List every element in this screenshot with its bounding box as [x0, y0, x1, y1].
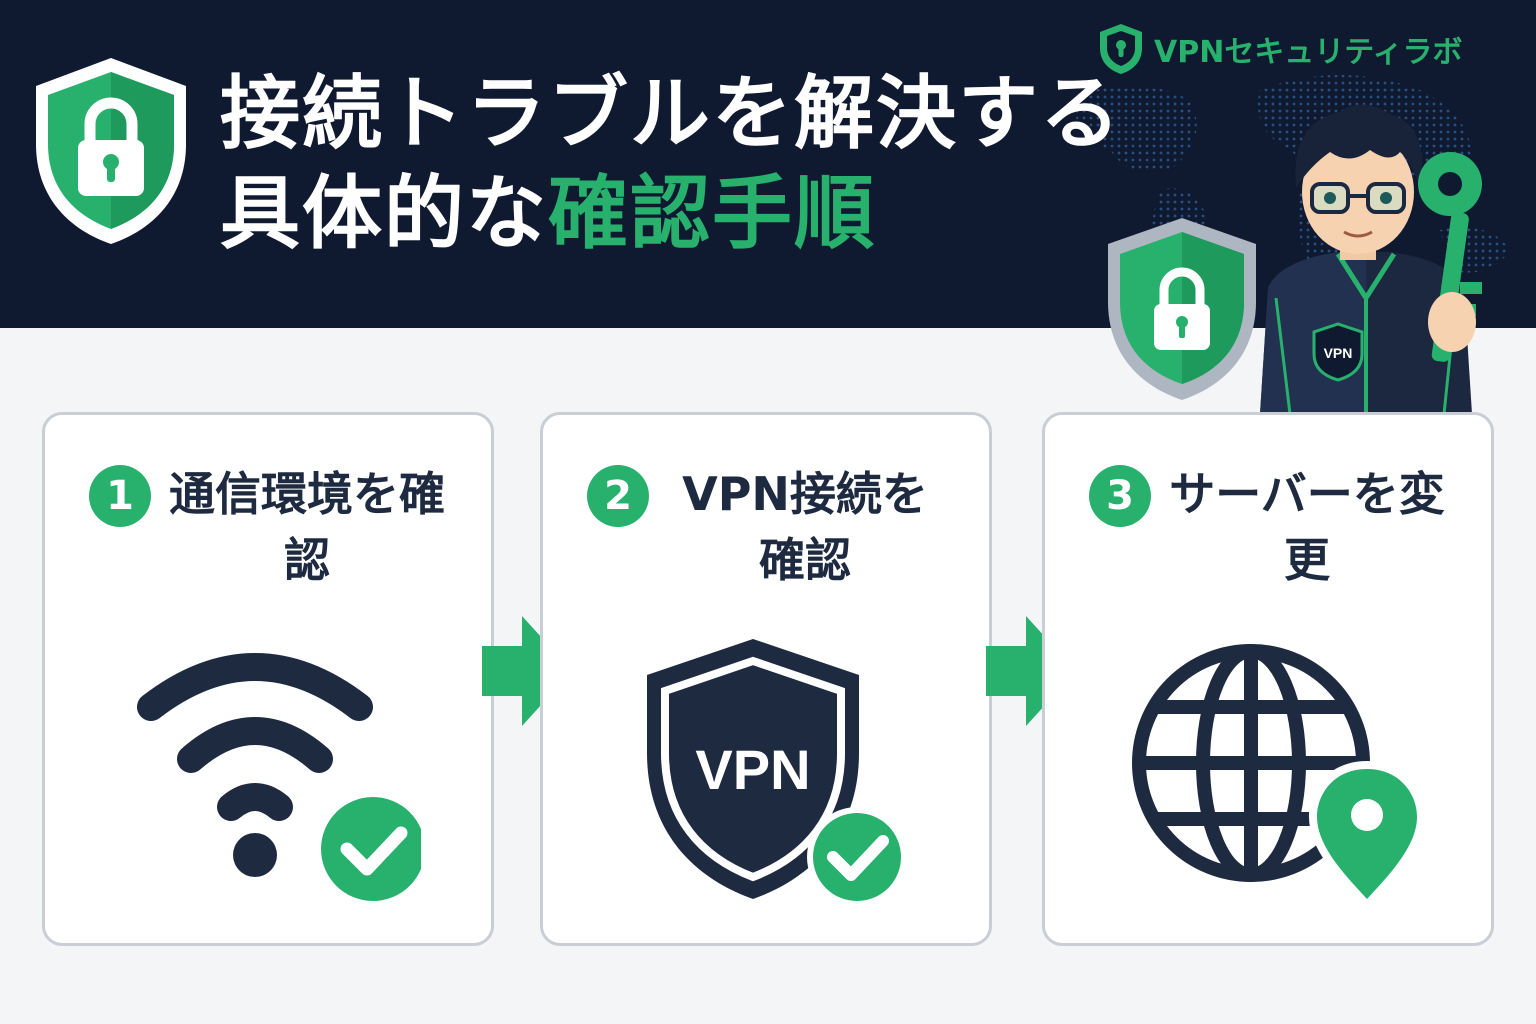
title-line-2-prefix: 具体的な	[220, 167, 548, 260]
shield-keyhole-icon	[1100, 24, 1142, 74]
step-title: サーバーを変更	[1169, 467, 1445, 587]
wifi-check-icon	[137, 653, 421, 901]
arrow-right-icon	[986, 616, 1076, 726]
title-line-1: 接続トラブルを解決する	[220, 67, 1122, 160]
character-illustration: VPN	[1108, 104, 1482, 414]
step-heading: 1 通信環境を確認	[45, 461, 491, 593]
title-highlight: 確認手順	[548, 167, 876, 260]
step-heading: 3 サーバーを変更	[1045, 461, 1491, 593]
shield-lock-icon	[36, 58, 186, 244]
step-title: 通信環境を確認	[169, 467, 445, 587]
step-number-badge: 3	[1089, 465, 1151, 527]
vpn-shield-text: VPN	[695, 738, 810, 801]
jacket-badge-text: VPN	[1324, 345, 1353, 361]
globe-location-icon	[1132, 644, 1421, 909]
step-heading: 2 VPN接続を確認	[543, 461, 989, 593]
title-line-2: 具体的な確認手順	[220, 164, 1122, 264]
arrow-right-icon	[482, 616, 572, 726]
step-card-2: 2 VPN接続を確認 VPN	[540, 412, 992, 946]
shield-lock-icon	[1108, 218, 1256, 400]
step-title: VPN接続を確認	[682, 467, 928, 587]
page-title: 接続トラブルを解決する 具体的な確認手順	[220, 64, 1122, 264]
step-number-badge: 2	[587, 465, 649, 527]
header-banner: 接続トラブルを解決する 具体的な確認手順 VPNセキュリティラボ	[0, 0, 1536, 328]
step-number-badge: 1	[89, 465, 151, 527]
location-pin-icon	[1309, 761, 1421, 909]
step-card-1: 1 通信環境を確認	[42, 412, 494, 946]
brand-logo: VPNセキュリティラボ	[1098, 22, 1463, 76]
step-card-3: 3 サーバーを変更	[1042, 412, 1494, 946]
brand-name: VPNセキュリティラボ	[1154, 35, 1463, 70]
vpn-shield-check-icon: VPN	[647, 639, 907, 907]
